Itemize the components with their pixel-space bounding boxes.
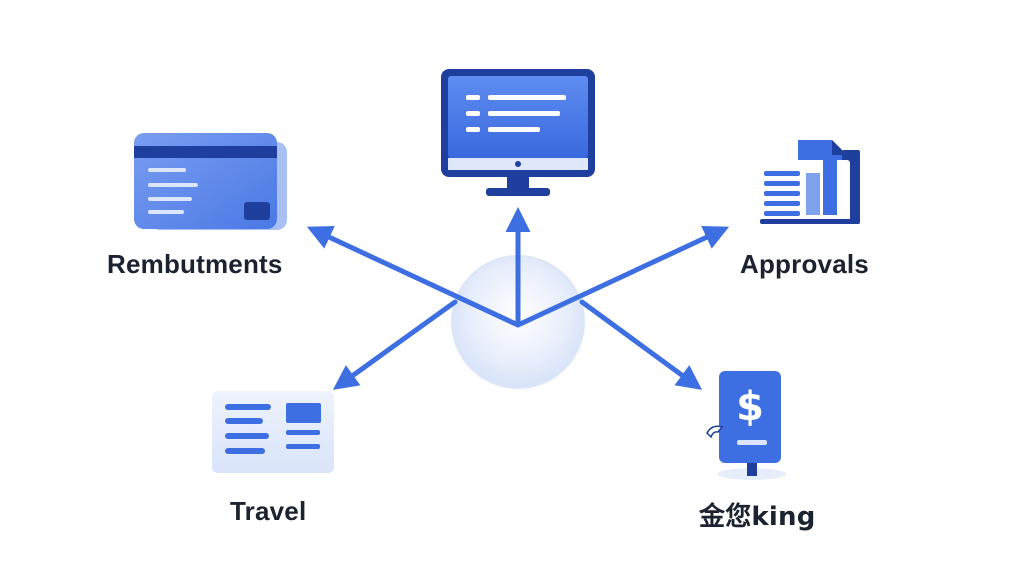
travel-document-icon — [212, 391, 334, 473]
label-banking: 金您king — [699, 502, 816, 532]
monitor-icon — [441, 69, 595, 196]
report-chart-icon — [760, 140, 860, 224]
label-reimbursements: Rembutments — [107, 249, 283, 279]
connector-arrows — [306, 207, 730, 390]
arrow-to-approvals — [515, 225, 730, 328]
arrow-to-travel — [332, 299, 458, 390]
label-approvals: Approvals — [740, 249, 869, 279]
arrow-to-reimbursements — [306, 225, 521, 328]
arrow-to-banking — [579, 299, 703, 390]
credit-card-icon — [134, 133, 287, 230]
svg-text:$: $ — [736, 384, 764, 430]
label-travel: Travel — [230, 496, 307, 526]
dollar-sign-icon: $ — [706, 371, 786, 480]
